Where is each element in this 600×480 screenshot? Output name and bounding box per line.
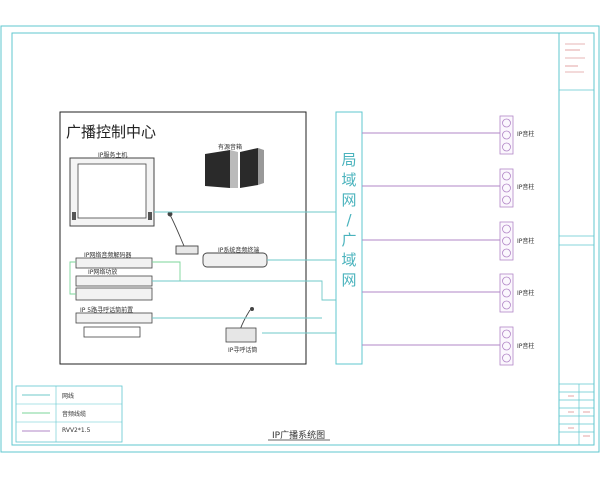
network-cables (152, 211, 336, 334)
network-char: / (346, 211, 352, 229)
ip-column-label: IP音柱 (517, 184, 535, 191)
outer-frame (0, 25, 600, 453)
ip-server-label: IP服务主机 (98, 152, 128, 159)
ip-column-label: IP音柱 (517, 343, 535, 350)
legend-label-network: 网线 (62, 393, 75, 400)
pill-device (202, 252, 268, 268)
diagram-caption: IP广播系统图 (272, 431, 326, 441)
control-center-box (59, 111, 307, 365)
paging-mic (225, 307, 257, 343)
network-char: 域 (341, 171, 357, 189)
network-bar (335, 111, 363, 365)
network-char: 域 (341, 251, 357, 269)
rack-device-1 (75, 257, 153, 269)
speaker-pair (205, 148, 264, 188)
rack-device-3 (75, 312, 153, 338)
ip-column-label: IP音柱 (517, 290, 535, 297)
rack-label-2: IP网络功放 (88, 269, 118, 276)
network-char: 网 (341, 191, 357, 209)
speaker-cables (362, 132, 500, 346)
control-center-title: 广播控制中心 (66, 123, 157, 141)
legend-label-rvv: RVV2*1.5 (62, 427, 91, 434)
network-char: 局 (341, 151, 357, 169)
speaker-label: 有源音箱 (218, 144, 243, 151)
inner-frame (11, 32, 595, 446)
network-bar-text: 局 域 网 / 广 域 网 (339, 150, 359, 290)
ip-column-label: IP音柱 (517, 238, 535, 245)
audio-cables (69, 261, 181, 295)
legend-label-audio: 音频线缆 (62, 411, 87, 418)
desk-mic (167, 211, 199, 255)
title-block-marks (565, 43, 590, 437)
ip-column-label: IP音柱 (517, 131, 535, 138)
pill-device-label: IP系统音频终端 (218, 247, 260, 254)
paging-mic-label: IP寻呼话筒 (228, 347, 258, 354)
network-char: 广 (341, 231, 357, 249)
network-char: 网 (341, 271, 357, 289)
rack-device-2 (75, 275, 153, 301)
rack-label-3: IP 5路寻呼话筒前置 (80, 307, 134, 314)
rack-label-1: IP网络音频解码器 (84, 252, 132, 259)
ip-speaker-columns (499, 115, 514, 366)
